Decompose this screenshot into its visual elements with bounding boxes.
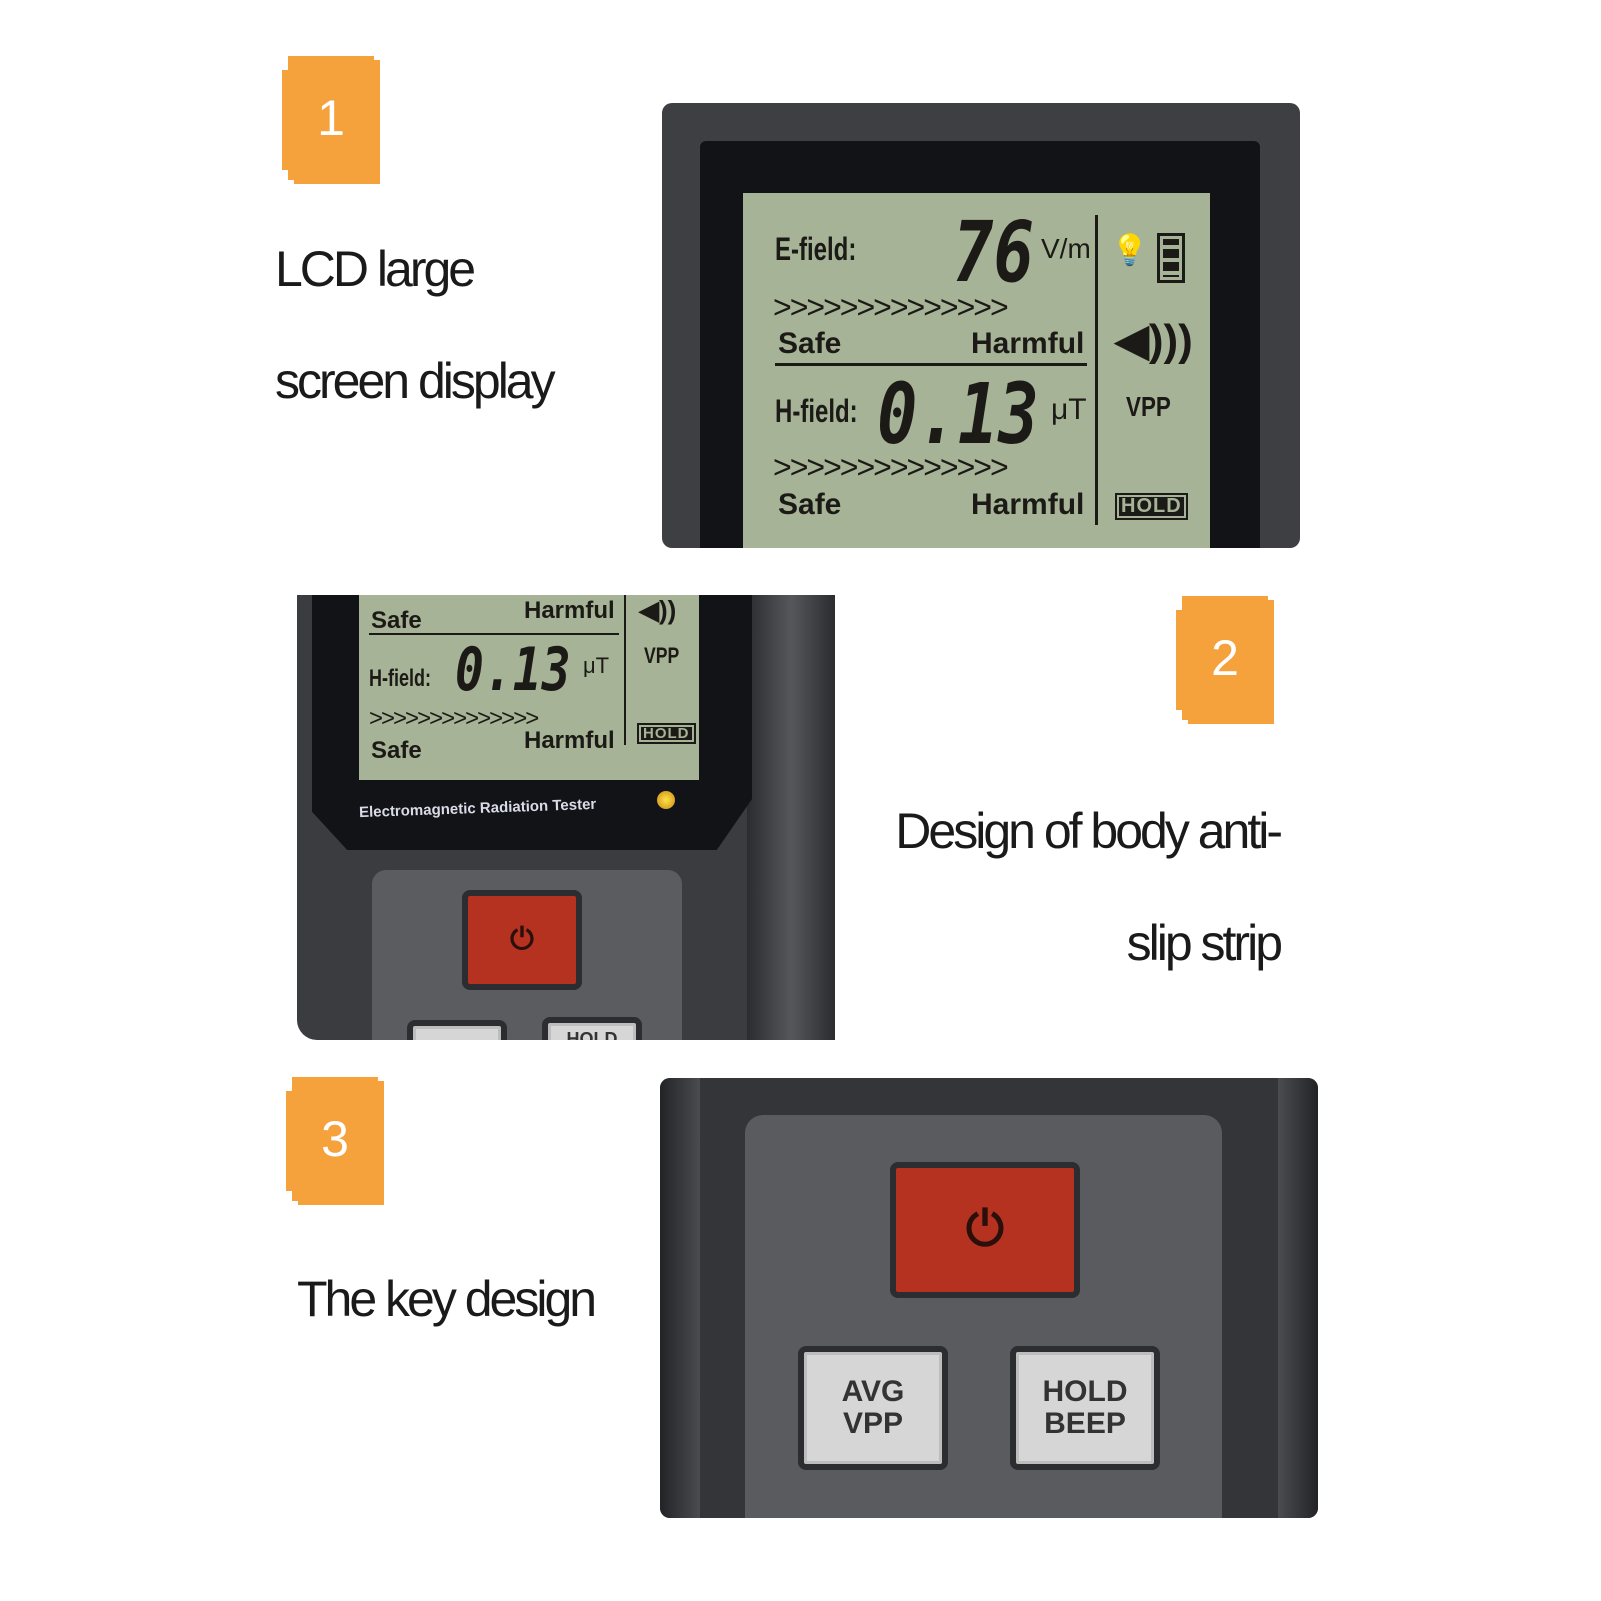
section-number-badge: 3 (286, 1077, 378, 1201)
hold-beep-button[interactable]: HOLD (542, 1017, 642, 1040)
e-field-level-bar: >>>>>>>>>>>>>> (773, 289, 1009, 325)
status-led (657, 791, 675, 809)
speaker-icon: ◀)) (639, 595, 677, 625)
hold-label: HOLD (1042, 1375, 1128, 1408)
caption-line: Design of body anti- (895, 803, 1283, 859)
e-field-value: 76 (953, 203, 1034, 301)
beep-label: BEEP (1044, 1407, 1126, 1440)
anti-slip-strip (660, 1078, 700, 1518)
harmful-label: Harmful (524, 597, 615, 624)
vpp-indicator: VPP (1126, 391, 1171, 422)
caption-line: screen display (275, 353, 556, 409)
caption-line: LCD large (275, 241, 476, 297)
lcd-screen: E-field: 76 V/m >>>>>>>>>>>>>> Safe Harm… (743, 193, 1210, 548)
bulb-icon: 💡 (1111, 234, 1149, 267)
harmful-label: Harmful (971, 488, 1085, 521)
avg-vpp-button[interactable] (407, 1020, 507, 1040)
safe-label: Safe (778, 488, 842, 521)
h-field-unit: μT (583, 653, 610, 678)
badge-number: 1 (317, 90, 345, 146)
avg-label: AVG (841, 1375, 905, 1408)
e-field-unit: V/m (1041, 233, 1091, 264)
caption-line: slip strip (1126, 915, 1283, 971)
speaker-icon: ◀))) (1115, 316, 1193, 365)
badge-number: 3 (321, 1111, 349, 1167)
hold-key-label: HOLD (566, 1029, 618, 1040)
anti-slip-strip (1278, 1078, 1318, 1518)
safe-label: Safe (371, 737, 422, 764)
harmful-label: Harmful (524, 727, 615, 754)
h-field-label: H-field: (369, 665, 431, 692)
divider (775, 363, 1087, 366)
h-field-level-bar: >>>>>>>>>>>>>> (369, 705, 539, 732)
harmful-label: Harmful (971, 327, 1085, 360)
power-button[interactable]: ⏻ (462, 890, 582, 990)
lcd-closeup: E-field: 76 V/m >>>>>>>>>>>>>> Safe Harm… (662, 103, 1300, 548)
h-field-level-bar: >>>>>>>>>>>>>> (773, 449, 1009, 485)
hold-indicator: HOLD (637, 723, 696, 744)
h-field-unit: μT (1051, 393, 1087, 426)
section-number-badge: 1 (282, 56, 374, 180)
vertical-divider (624, 595, 626, 745)
section-number-badge: 2 (1176, 596, 1268, 720)
vertical-divider (1095, 215, 1098, 525)
divider (369, 633, 619, 635)
h-field-label: H-field: (775, 393, 858, 429)
power-icon: ⏻ (510, 923, 534, 956)
e-field-label: E-field: (775, 231, 857, 267)
hold-indicator: HOLD (1115, 493, 1188, 520)
anti-slip-strip (747, 595, 835, 1040)
h-field-value: 0.13 (455, 635, 571, 705)
safe-label: Safe (371, 607, 422, 634)
power-icon: ⏻ (966, 1203, 1004, 1256)
safe-label: Safe (778, 327, 842, 360)
h-field-value: 0.13 (877, 365, 1039, 463)
body-closeup: Safe Harmful H-field: 0.13 μT >>>>>>>>>>… (297, 595, 835, 1040)
battery-icon (1157, 233, 1185, 283)
badge-number: 2 (1211, 630, 1239, 686)
caption-line: The key design (297, 1271, 597, 1327)
lcd-screen: Safe Harmful H-field: 0.13 μT >>>>>>>>>>… (359, 595, 699, 780)
vpp-label: VPP (842, 1407, 903, 1440)
vpp-indicator: VPP (644, 643, 680, 668)
power-button[interactable]: ⏻ (890, 1162, 1080, 1298)
